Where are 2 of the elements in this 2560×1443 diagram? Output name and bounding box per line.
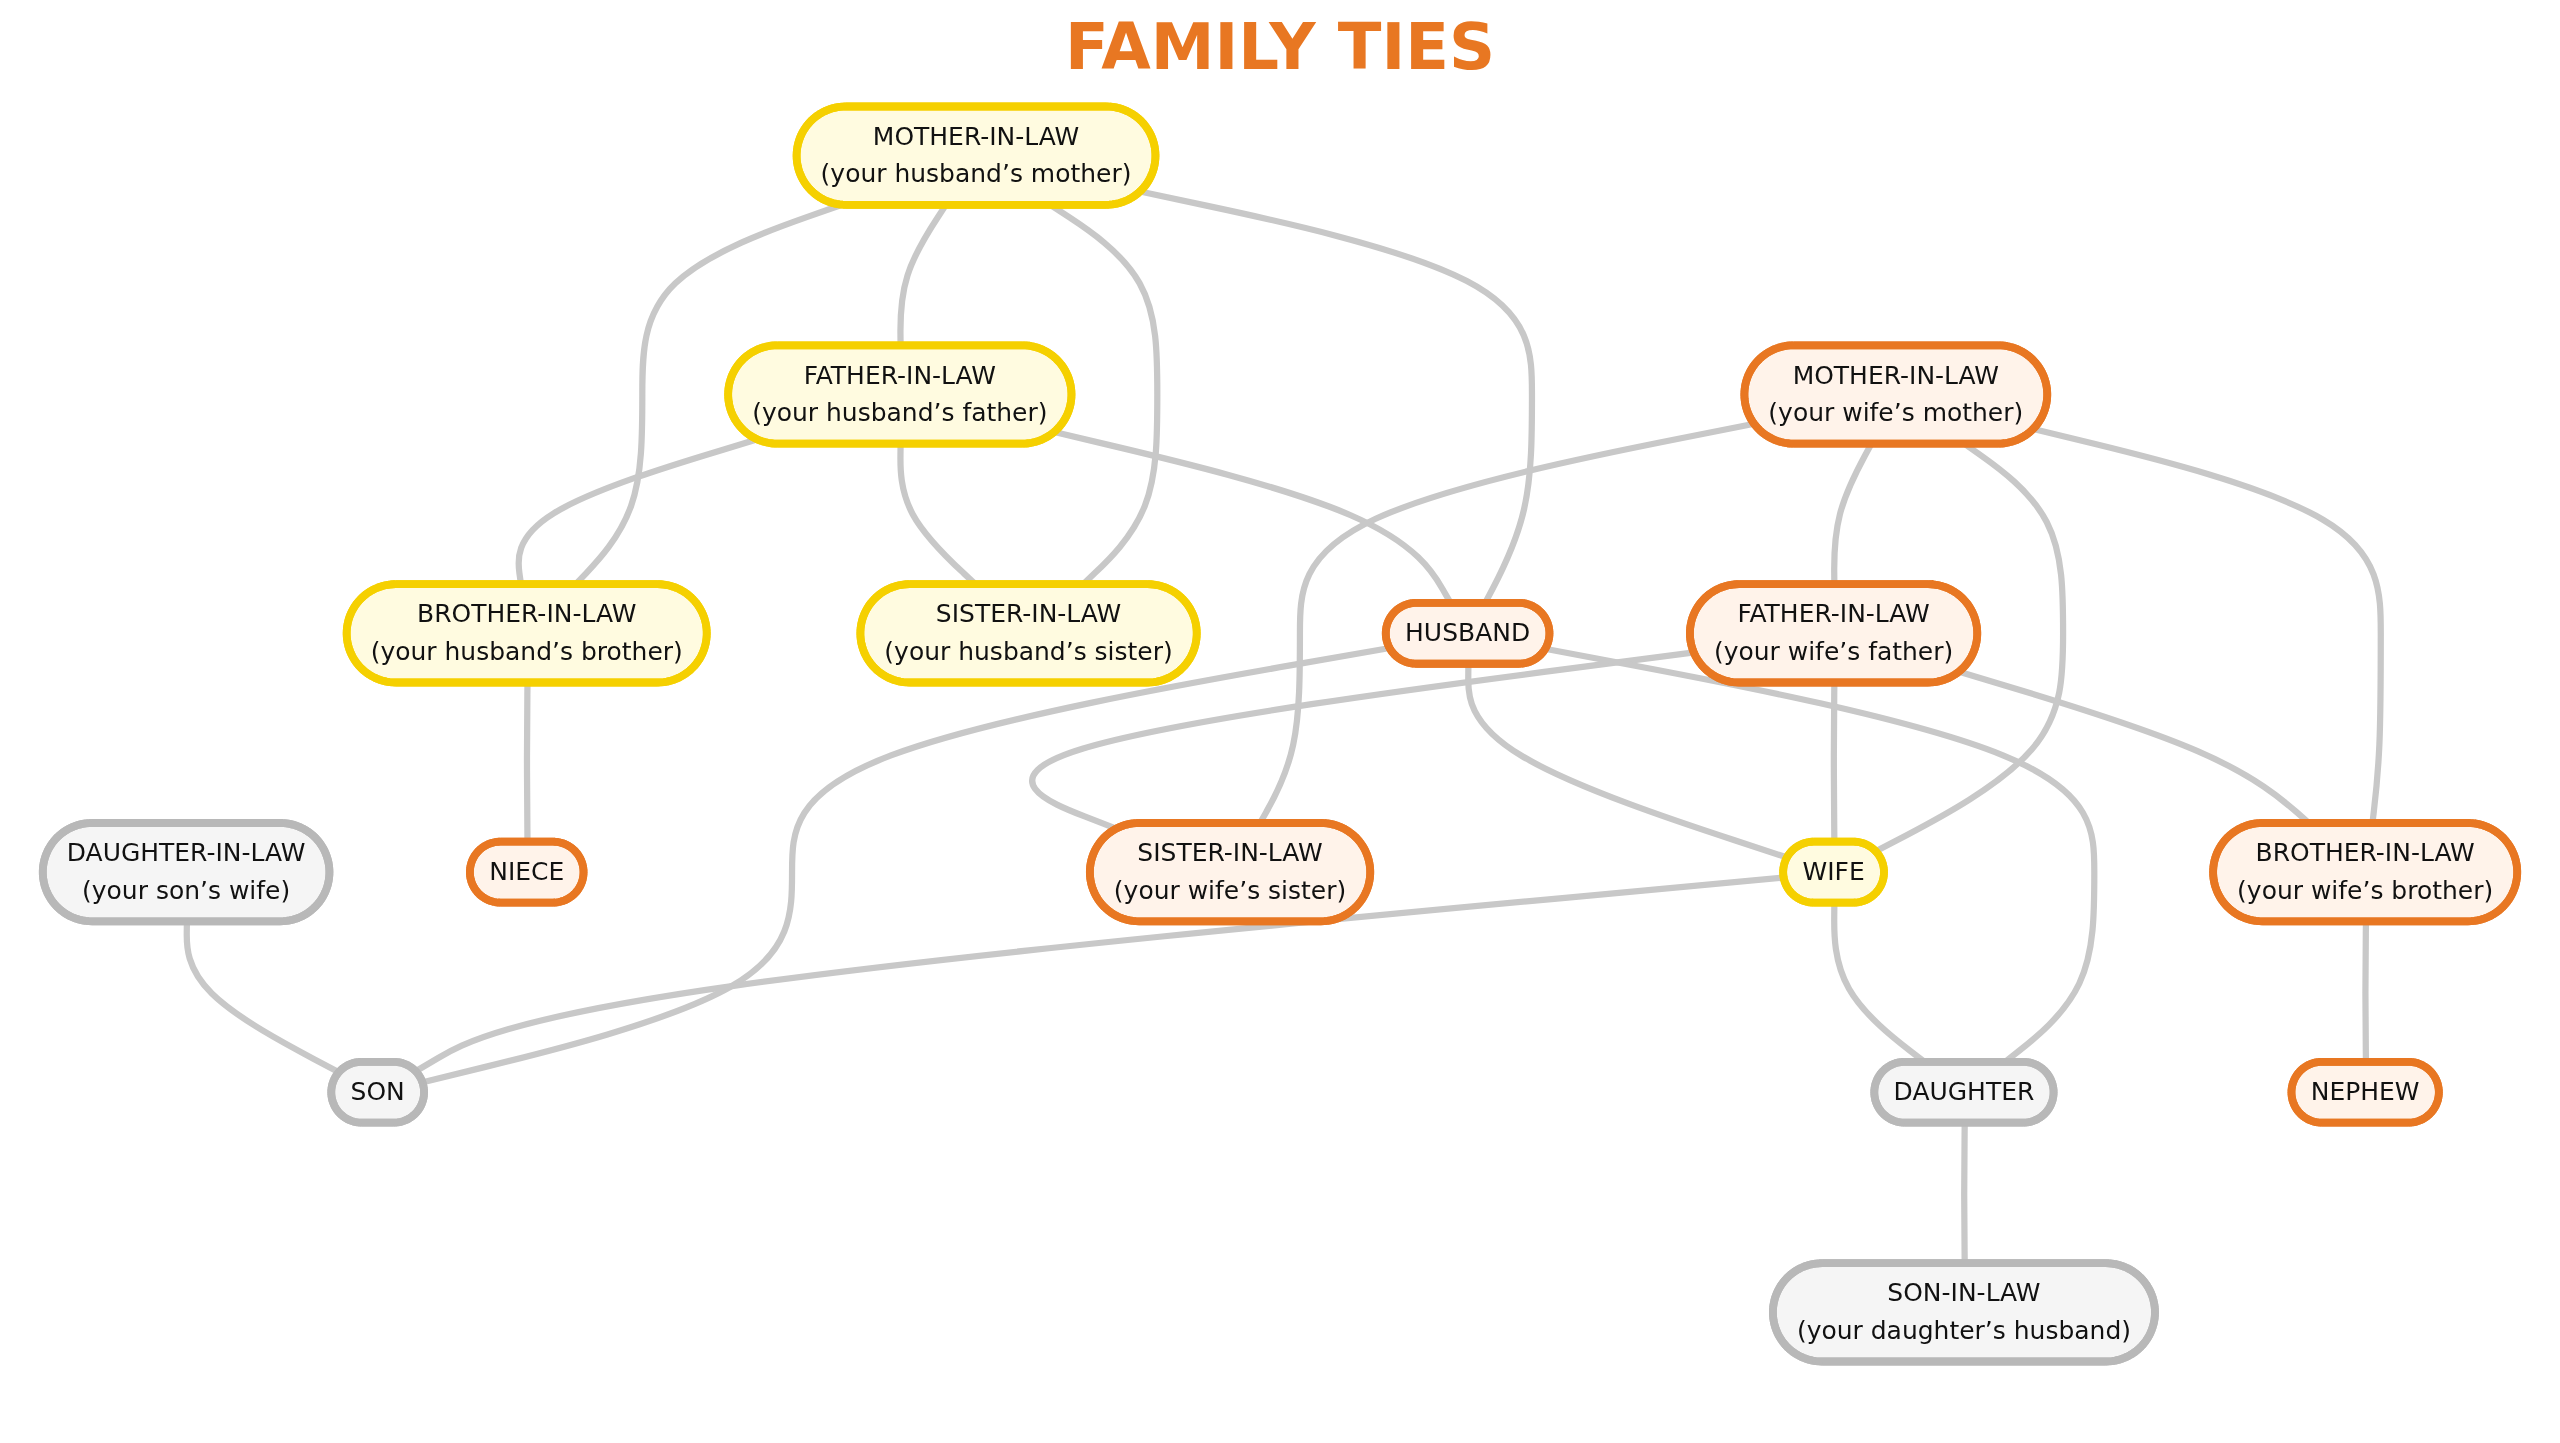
title: FAMILY TIES <box>1064 10 1496 84</box>
family-tree-diagram: MOTHER-IN-LAW (your husband’s mother) FATHER-IN-LAW (your husband’s father) MOTHER-IN-LAW (your wife’s mother) BROTHER-IN-LAW (your husband’s brother) SISTER-IN-LAW (your husband’s sister) FATHER-IN-LAW (your wife’s father) HUSBAND DAUGHTER-IN-LAW (your son’s wife) SISTER-IN-LAW (your wife’s sister) BROTHER-IN-LAW (your wife’s brother) NIECE WIFE SON DAUGHTER NEPHEW SON-IN-LAW (your daughter’s husband) <box>30 94 2530 1374</box>
